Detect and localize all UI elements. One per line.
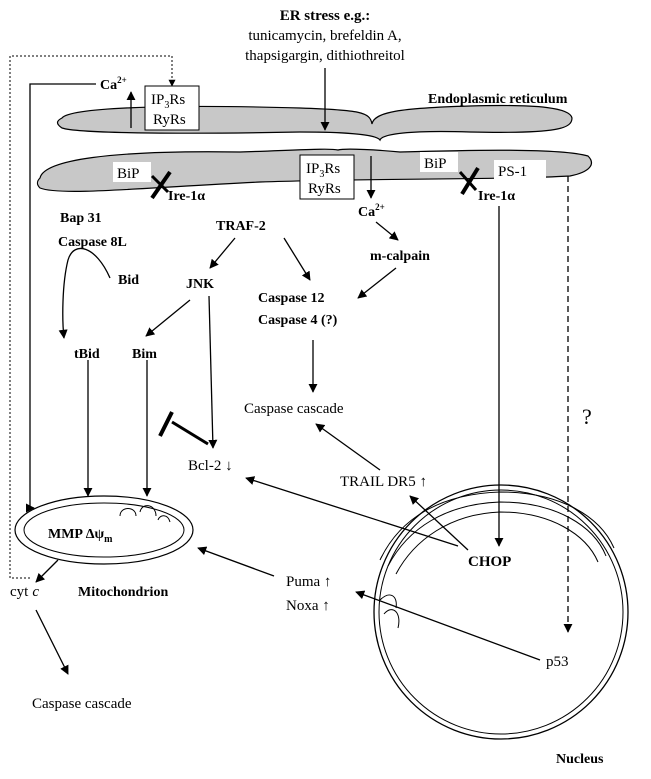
ire1a-right: Ire-1α [478, 189, 515, 204]
chop-label: CHOP [468, 554, 511, 570]
arrow-ca-to-calpain [375, 221, 399, 241]
bip-box-1 [113, 162, 151, 182]
arrow-jnk-to-bcl2 [208, 295, 218, 449]
noxa-label: Noxa ↑ [286, 598, 330, 614]
jnk-label: JNK [186, 277, 214, 292]
mmp-label: MMP Δψm [48, 527, 113, 545]
bip-box-2 [420, 152, 458, 172]
p53-label: p53 [546, 654, 569, 670]
arrow-bid-to-tbid [58, 248, 111, 339]
er-stress-title: ER stress e.g.: [280, 8, 371, 24]
ip3rs-ryrs-box-2 [299, 154, 355, 200]
arrow-cyt-to-cascade [35, 609, 69, 675]
ps1-label: PS-1 [498, 164, 527, 180]
arrow-chop-to-trail [409, 495, 469, 551]
arrows [35, 68, 573, 675]
ire1a-left: Ire-1α [168, 189, 205, 204]
arrow-chop-to-bcl2 [245, 476, 459, 547]
mitochondrion-label: Mitochondrion [78, 585, 168, 600]
bcl2-label: Bcl-2 ↓ [188, 458, 233, 474]
bip-left: BiP [117, 166, 140, 182]
mitochondrion-outer [14, 495, 194, 565]
mitochondrion-cristae [119, 505, 171, 523]
ip3rs-2: IP3Rs [306, 161, 340, 180]
arrow-p53-to-noxa [355, 590, 541, 661]
ip3rs-1: IP3Rs [151, 92, 185, 111]
er-stress-line1: tunicamycin, brefeldin A, [248, 28, 401, 44]
puma-label: Puma ↑ [286, 574, 331, 590]
arrow-jnk-to-bim [145, 299, 191, 337]
arrow-puma-to-mmp [197, 546, 275, 577]
inhibit-bcl2 [171, 420, 209, 446]
bid-label: Bid [118, 273, 139, 288]
ca-top: Ca2+ [100, 75, 127, 93]
nucleus-label: Nucleus [556, 752, 604, 767]
nucleus-inner [378, 489, 624, 735]
ip3rs-ryrs-box-1 [144, 85, 200, 131]
tbid-label: tBid [74, 347, 100, 362]
mcalpain-label: m-calpain [370, 249, 430, 264]
arrow-traf2-to-jnk [209, 237, 236, 269]
caspase8l-label: Caspase 8L [58, 235, 127, 250]
traf2-label: TRAF-2 [216, 219, 266, 234]
mito-ca-loop [29, 83, 96, 508]
arrow-traf2-to-caspase12 [283, 237, 311, 281]
ca-middle: Ca2+ [358, 202, 385, 220]
caspase-cascade-middle: Caspase cascade [244, 401, 344, 417]
er-stress-line2: thapsigargin, dithiothreitol [245, 48, 405, 64]
caspase4-label: Caspase 4 (?) [258, 313, 338, 328]
mitochondrion-inner [23, 502, 185, 558]
caspase-cascade-bottom: Caspase cascade [32, 696, 132, 712]
dotted-feedback-loop [9, 55, 176, 579]
bim-label: Bim [132, 347, 157, 362]
bap31-label: Bap 31 [60, 211, 102, 226]
arrow-trail-to-cascade [315, 423, 381, 471]
bip-right: BiP [424, 156, 447, 172]
er-membrane-upper [56, 104, 573, 142]
caspase12-label: Caspase 12 [258, 291, 325, 306]
ps1-box [494, 160, 546, 180]
inhibitions [150, 166, 480, 446]
trail-label: TRAIL DR5 ↑ [340, 474, 427, 490]
arrow-mmp-to-cyt [35, 559, 59, 583]
er-label: Endoplasmic reticulum [428, 92, 568, 107]
nucleus-outer [373, 484, 629, 740]
question-mark: ? [582, 404, 592, 429]
ryrs-1: RyRs [153, 112, 186, 128]
arrow-calpain-to-caspase12 [357, 267, 397, 299]
ryrs-2: RyRs [308, 181, 341, 197]
